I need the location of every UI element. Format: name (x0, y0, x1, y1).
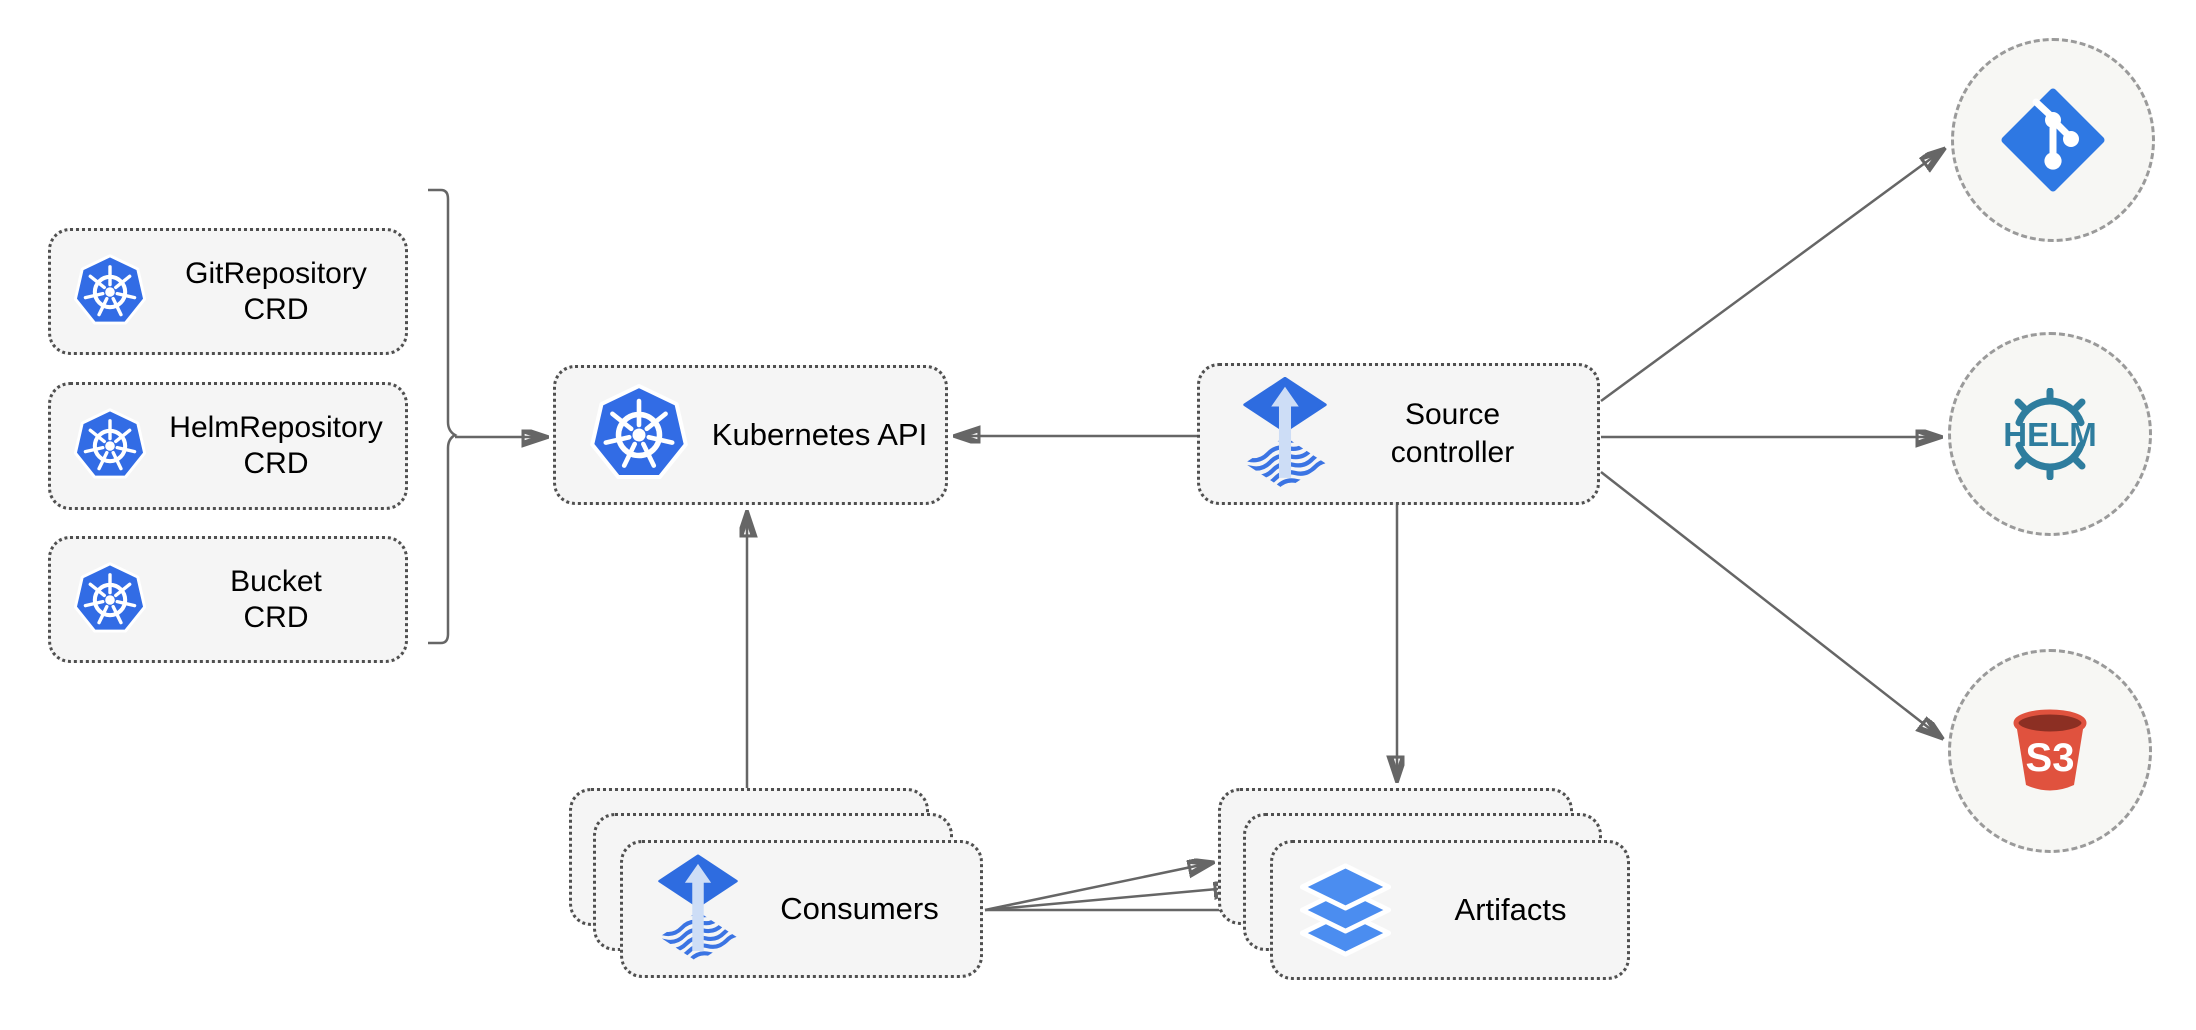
helm-logo-text: HELM (2003, 416, 2097, 453)
edge-consumers-to-artifacts-middle (984, 888, 1234, 912)
node-label-line2: CRD (243, 292, 309, 326)
node-artifacts: Artifacts (1270, 840, 1630, 980)
node-consumers: Consumers (620, 840, 983, 978)
source-label-line2: controller (1390, 436, 1515, 469)
helm-wheel-icon: HELM (2003, 388, 2097, 480)
s3-logo-text: S3 (2026, 736, 2075, 780)
kubernetes-icon (73, 253, 147, 331)
layers-icon (1299, 863, 1392, 957)
node-source-controller: Source controller (1197, 363, 1600, 505)
node-s3: S3 (1948, 649, 2152, 853)
kubernetes-icon (584, 383, 694, 487)
node-label: HelmRepository CRD (147, 410, 405, 482)
node-label-line1: GitRepository (185, 256, 367, 290)
node-kubernetes-api: Kubernetes API (553, 365, 948, 505)
node-bucket-crd: Bucket CRD (48, 536, 408, 663)
node-label-line2: CRD (243, 600, 309, 634)
edge-consumers-to-artifacts-back (984, 864, 1208, 912)
node-label: Source controller (1328, 396, 1597, 472)
crd-group-bracket (428, 188, 458, 645)
node-label-line1: Bucket (230, 564, 322, 598)
flux-source-icon (1242, 377, 1328, 491)
node-label-line1: HelmRepository (169, 411, 383, 444)
node-git (1951, 38, 2155, 242)
node-helm: HELM (1948, 332, 2152, 536)
node-label: Artifacts (1394, 891, 1627, 929)
edge-source-to-git (1600, 152, 1940, 403)
git-branch-icon (2001, 88, 2105, 192)
s3-bucket-icon: S3 (2013, 709, 2087, 791)
source-label-line1: Source (1404, 398, 1501, 431)
consumers-label: Consumers (780, 891, 939, 926)
edge-source-to-s3 (1600, 471, 1938, 735)
flux-source-icon (657, 854, 739, 964)
node-gitrepository-crd: GitRepository CRD (48, 228, 408, 355)
node-label: Consumers (739, 890, 980, 928)
node-label: Kubernetes API (694, 416, 945, 454)
kubernetes-icon (73, 561, 147, 639)
kubernetes-icon (73, 407, 147, 485)
kubernetes-api-label: Kubernetes API (711, 417, 928, 452)
artifacts-label: Artifacts (1454, 892, 1567, 927)
node-helmrepository-crd: HelmRepository CRD (48, 382, 408, 510)
node-label: Bucket CRD (147, 564, 405, 636)
node-label-line2: CRD (243, 447, 309, 480)
node-label: GitRepository CRD (147, 256, 405, 328)
